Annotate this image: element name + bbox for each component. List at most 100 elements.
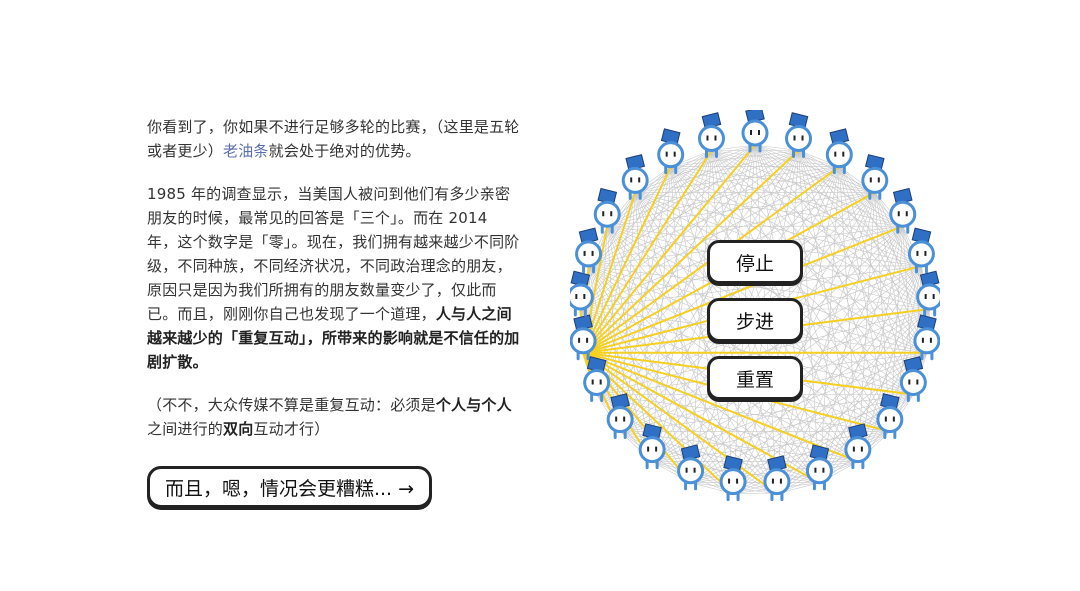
connection-line — [754, 144, 928, 353]
agent-eye — [793, 135, 796, 141]
connection-line — [580, 308, 778, 494]
paragraph-rounds: 你看到了，你如果不进行足够多轮的比赛，（这里是五轮或者更少）老油条就会处于绝对的… — [147, 118, 520, 160]
agent — [570, 270, 594, 317]
agent-eye — [728, 478, 731, 484]
connection-line — [670, 166, 903, 227]
agent — [899, 356, 927, 403]
connection-line — [776, 192, 876, 494]
agent — [657, 128, 685, 175]
connection-line — [690, 150, 712, 483]
highlight-line — [582, 225, 904, 354]
connection-line — [670, 166, 922, 267]
copycat-link[interactable]: 老油条 — [223, 142, 269, 160]
agent-eye — [591, 379, 594, 385]
agent-head — [606, 406, 634, 434]
agent-eye — [905, 211, 908, 217]
agent-eye — [638, 177, 641, 183]
agent-head — [583, 369, 611, 397]
agent-eye — [693, 467, 696, 473]
connection-line — [711, 150, 914, 395]
agent-eye — [924, 294, 927, 300]
highlight-line — [582, 351, 859, 463]
connection-line — [732, 226, 904, 494]
agent-eye — [586, 337, 589, 343]
agent-eye — [583, 250, 586, 256]
agent-eye — [924, 250, 927, 256]
connection-line — [635, 192, 914, 395]
agent-head — [916, 283, 940, 311]
agent-eye — [929, 337, 932, 343]
agent — [570, 314, 597, 361]
connection-line — [607, 226, 820, 483]
connection-line — [798, 150, 928, 353]
agent-eye — [921, 337, 924, 343]
agent-eye — [623, 416, 626, 422]
agent-eye — [801, 135, 804, 141]
connection-line — [839, 166, 930, 310]
agent-head — [825, 141, 853, 169]
reset-button[interactable]: 重置 — [707, 356, 803, 400]
connection-line — [670, 166, 691, 483]
connection-line — [596, 150, 799, 395]
highlight-line — [582, 351, 778, 495]
connection-line — [776, 308, 930, 494]
agent-eye — [615, 416, 618, 422]
connection-line — [776, 431, 890, 494]
tournament-simulation: 停止 步进 重置 — [570, 110, 940, 510]
agent-head — [719, 468, 747, 496]
connection-line — [754, 144, 859, 462]
connection-line — [732, 192, 876, 494]
agent-eye — [610, 211, 613, 217]
connection-line — [652, 461, 778, 494]
connection-line — [732, 461, 858, 494]
agent — [805, 444, 833, 491]
connection-line — [606, 226, 653, 462]
agent-head — [638, 436, 666, 464]
connection-line — [754, 144, 903, 227]
agent-head — [913, 327, 940, 355]
connection-line — [596, 150, 712, 395]
agent-head — [876, 406, 904, 434]
connection-line — [588, 150, 799, 267]
agent — [785, 112, 813, 158]
agent-eye — [706, 135, 709, 141]
agent — [876, 393, 904, 440]
agent-eye — [647, 446, 650, 452]
connection-line — [798, 150, 820, 483]
connection-line — [754, 144, 891, 432]
agent — [889, 187, 917, 234]
connection-line — [711, 150, 840, 167]
connection-line — [619, 150, 712, 432]
agent-eye — [655, 446, 658, 452]
connection-line — [711, 150, 928, 354]
stop-button[interactable]: 停止 — [707, 240, 803, 284]
step-button[interactable]: 步进 — [707, 298, 803, 342]
agent-eye — [916, 250, 919, 256]
agent-eye — [822, 467, 825, 473]
connection-line — [819, 265, 922, 483]
agent-head — [697, 124, 725, 152]
next-button[interactable]: 而且，嗯，情况会更糟糕... → — [147, 466, 432, 508]
agent — [677, 444, 705, 491]
connection-line — [588, 265, 820, 483]
narrative-text: 你看到了，你如果不进行足够多轮的比赛，（这里是五轮或者更少）老油条就会处于绝对的… — [147, 115, 522, 460]
connection-line — [607, 166, 840, 227]
connection-line — [607, 192, 875, 227]
agent-network — [570, 110, 940, 502]
connection-line — [711, 150, 891, 432]
agent — [825, 128, 853, 175]
connection-line — [711, 150, 930, 310]
paragraph-media-note: （不不，大众传媒不算是重复互动：必须是个人与个人之间进行的双向互动才行） — [147, 396, 512, 438]
agent — [741, 110, 769, 153]
connection-line — [798, 150, 922, 267]
agent-eye — [665, 151, 668, 157]
agent-eye — [771, 478, 774, 484]
agent-eye — [897, 211, 900, 217]
agent — [719, 455, 747, 502]
connection-line — [580, 144, 756, 310]
agent-head — [677, 457, 705, 485]
paragraph-survey: 1985 年的调查显示，当美国人被问到他们有多少亲密朋友的时候，最常见的回答是「… — [147, 185, 520, 371]
agent — [916, 270, 940, 317]
agent-eye — [714, 135, 717, 141]
connection-line — [588, 150, 712, 267]
